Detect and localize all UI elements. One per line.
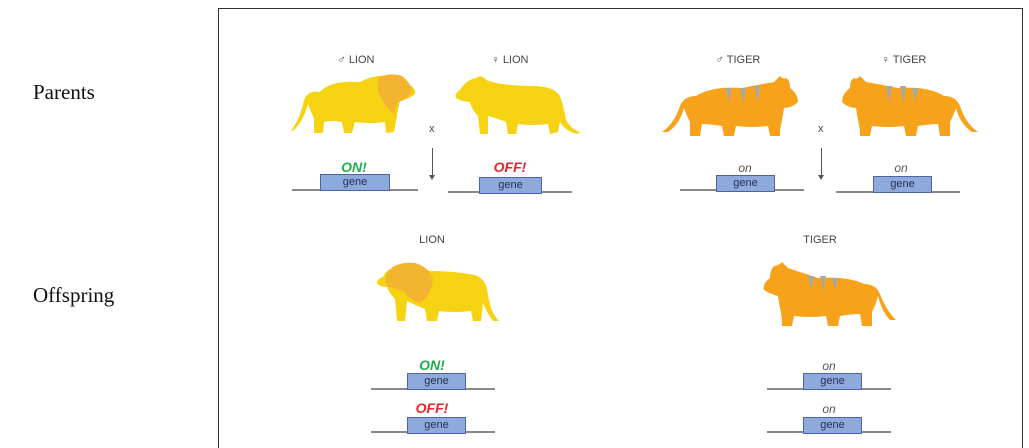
male-tiger-label: ♂ TIGER: [715, 54, 761, 66]
female-lion-gene-state: OFF!: [493, 159, 527, 175]
row-label-offspring: Offspring: [33, 283, 115, 307]
male-lion-gene-state: ON!: [341, 159, 367, 175]
offspring-tiger-allele1-gene-box: gene: [803, 373, 862, 390]
diagram-frame: [218, 8, 1023, 448]
female-lion-gene-box: gene: [479, 177, 542, 194]
lion-cross-symbol: x: [429, 123, 435, 135]
offspring-tiger-allele1-state: on: [822, 359, 836, 373]
tiger-cross-arrow: [818, 148, 824, 180]
male-tiger-gene-box: gene: [716, 175, 775, 192]
male-tiger-icon: [662, 76, 798, 136]
tiger-cross-symbol: x: [818, 123, 824, 135]
male-lion-gene-box: gene: [320, 174, 390, 191]
male-lion-label: ♂ LION: [337, 54, 375, 66]
offspring-lion-label: LION: [419, 234, 445, 246]
offspring-tiger-label: TIGER: [803, 234, 837, 246]
female-tiger-label: ♀ TIGER: [881, 54, 927, 66]
female-tiger-gene-state: on: [894, 161, 908, 175]
offspring-lion-allele2-state: OFF!: [415, 400, 449, 416]
offspring-lion-allele1-gene-box: gene: [407, 373, 466, 390]
offspring-lion-icon: [377, 262, 499, 321]
female-tiger-icon: [842, 76, 978, 136]
female-lion-label: ♀ LION: [491, 54, 529, 66]
offspring-tiger-icon: [763, 262, 896, 326]
lion-cross-arrow: [429, 148, 435, 180]
male-lion-icon: [290, 74, 416, 133]
offspring-tiger-allele2-state: on: [822, 402, 836, 416]
male-tiger-gene-state: on: [738, 161, 752, 175]
female-tiger-gene-box: gene: [873, 176, 932, 193]
female-lion-icon: [455, 76, 580, 134]
offspring-tiger-allele2-gene-box: gene: [803, 417, 862, 434]
offspring-lion-allele1-state: ON!: [419, 357, 445, 373]
row-label-parents: Parents: [33, 80, 95, 104]
offspring-lion-allele2-gene-box: gene: [407, 417, 466, 434]
